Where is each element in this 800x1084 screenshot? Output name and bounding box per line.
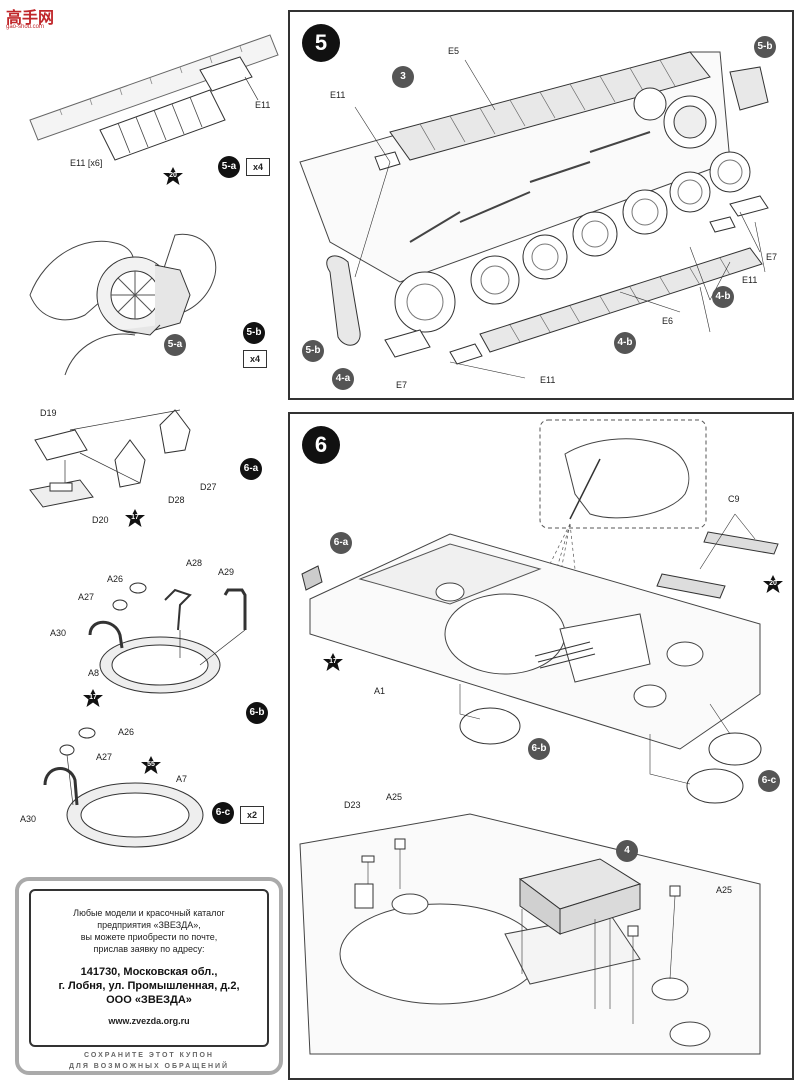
- label-a8: A8: [88, 668, 100, 678]
- ref-bubble-5b-left: 5-b: [302, 340, 324, 362]
- label-a25-right: A25: [716, 885, 733, 895]
- coupon-address-2: г. Лобня, ул. Промышленная, д.2,: [58, 980, 240, 992]
- step-6b-illustration: [88, 582, 247, 694]
- ref-bubble-4a: 4-a: [332, 368, 354, 390]
- coupon-line-2: предприятия «ЗВЕЗДА»,: [97, 920, 201, 930]
- step-6-illustration: [299, 419, 779, 1055]
- coupon-line-4: прислав заявку по адресу:: [93, 944, 205, 954]
- label-e5: E5: [448, 46, 460, 56]
- step-tag-6c: 6-c: [212, 802, 234, 824]
- step-5a-illustration: [29, 34, 279, 161]
- label-a26-c: A26: [118, 727, 135, 737]
- paint-star-20: 20: [162, 166, 184, 186]
- coupon-footer-1: СОХРАНИТЕ ЭТОТ КУПОН: [84, 1052, 214, 1059]
- label-a28: A28: [186, 558, 203, 568]
- label-d19: D19: [40, 408, 57, 418]
- step-tag-6b: 6-b: [246, 702, 268, 724]
- coupon-address-3: ООО «ЗВЕЗДА»: [106, 994, 192, 1006]
- ref-bubble-6c: 6-c: [758, 770, 780, 792]
- paint-star-20-step6: 20: [762, 574, 784, 594]
- label-d20: D20: [92, 515, 109, 525]
- coupon-text-box: Любые модели и красочный каталог предпри…: [29, 889, 269, 1047]
- coupon-line-3: вы можете приобрести по почте,: [80, 932, 218, 942]
- label-a27-b: A27: [78, 592, 95, 602]
- ref-bubble-4: 4: [616, 840, 638, 862]
- multiplier-x4: x4: [246, 158, 270, 176]
- label-e6: E6: [662, 316, 674, 326]
- step-tag-6a: 6-a: [240, 458, 262, 480]
- ref-bubble-6b: 6-b: [528, 738, 550, 760]
- step-6c-illustration: [43, 727, 204, 848]
- label-e7-bottom: E7: [396, 380, 408, 390]
- step-5-number: 5: [302, 24, 340, 62]
- multiplier-x2: x2: [240, 806, 264, 824]
- label-d23: D23: [344, 800, 361, 810]
- label-c9: C9: [728, 494, 740, 504]
- ref-bubble-5a: 5-a: [164, 334, 186, 356]
- watermark-url: gao-shou.com: [6, 24, 45, 30]
- label-a30-c: A30: [20, 814, 37, 824]
- label-d28: D28: [168, 495, 185, 505]
- label-e11-top: E11: [330, 90, 346, 100]
- multiplier-x4-b: x4: [243, 350, 267, 368]
- label-e7-right: E7: [766, 252, 778, 262]
- step-tag-5b: 5-b: [243, 322, 265, 344]
- label-a25-top: A25: [386, 792, 403, 802]
- ref-bubble-4b-right: 4-b: [712, 286, 734, 308]
- ref-bubble-3: 3: [392, 66, 414, 88]
- step-6-number: 6: [302, 426, 340, 464]
- step-tag-5a: 5-a: [218, 156, 240, 178]
- paint-star-55: 55: [140, 755, 162, 775]
- label-a7: A7: [176, 774, 188, 784]
- ref-bubble-5b-top: 5-b: [754, 36, 776, 58]
- paint-star-17-step6: 17: [322, 652, 344, 672]
- label-d27: D27: [200, 482, 217, 492]
- coupon-website[interactable]: www.zvezda.org.ru: [108, 1016, 190, 1026]
- coupon-footer-2: ДЛЯ ВОЗМОЖНЫХ ОБРАЩЕНИЙ: [68, 1063, 230, 1070]
- label-e11-right: E11: [742, 275, 758, 285]
- label-a29: A29: [218, 567, 235, 577]
- label-e11-x6: E11 [x6]: [70, 158, 103, 168]
- label-a26-b: A26: [107, 574, 124, 584]
- ref-bubble-4b-mid: 4-b: [614, 332, 636, 354]
- step-5b-illustration: [29, 233, 217, 376]
- label-e11: E11: [255, 100, 271, 110]
- coupon-line-1: Любые модели и красочный каталог: [73, 908, 225, 918]
- label-a1: A1: [374, 686, 386, 696]
- label-e11-bottom: E11: [540, 375, 556, 385]
- coupon-address-1: 141730, Московская обл.,: [80, 966, 218, 978]
- mail-order-coupon: Любые модели и красочный каталог предпри…: [15, 877, 283, 1075]
- step-6a-illustration: [29, 409, 191, 508]
- watermark-logo: 高手网 gao-shou.com: [6, 4, 70, 36]
- watermark-text: 高手网: [6, 10, 55, 27]
- ref-bubble-6a: 6-a: [330, 532, 352, 554]
- label-a30-b: A30: [50, 628, 67, 638]
- paint-star-17-b: 17: [82, 688, 104, 708]
- step-5-illustration: [299, 51, 769, 379]
- paint-star-17-a: 17: [124, 508, 146, 528]
- label-a27-c: A27: [96, 752, 113, 762]
